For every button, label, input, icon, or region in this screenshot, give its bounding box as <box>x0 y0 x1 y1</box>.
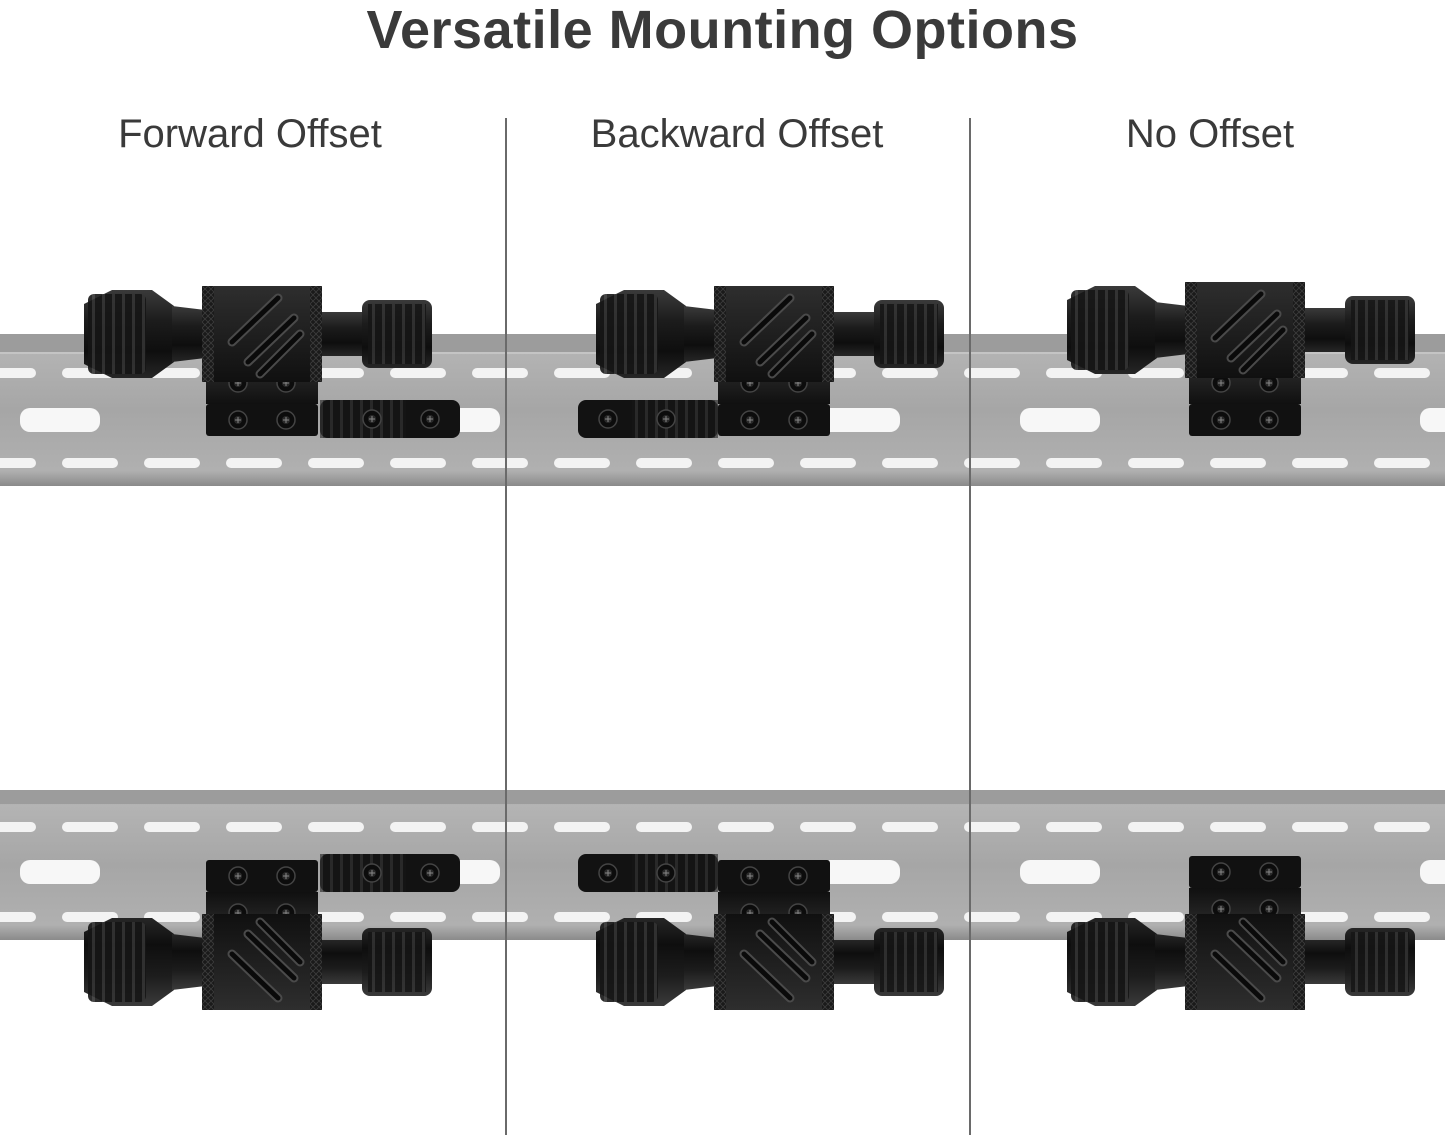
rail-slot <box>20 408 100 432</box>
rail-slot <box>964 458 1020 468</box>
rail-slot <box>144 822 200 832</box>
rail-slot <box>636 458 692 468</box>
rail-slot <box>62 912 118 922</box>
rail-slot <box>554 822 610 832</box>
rail-slot <box>62 458 118 468</box>
rail-slot <box>1128 458 1184 468</box>
rail-slot <box>144 912 200 922</box>
column-label-backward-offset: Backward Offset <box>590 112 884 156</box>
rail-slot <box>1020 408 1100 432</box>
rail-slot <box>554 458 610 468</box>
rail-slot <box>1210 458 1266 468</box>
offset-mount-icon <box>320 854 460 892</box>
rail-slot <box>820 860 900 884</box>
rail-slot <box>636 822 692 832</box>
column-label-no-offset: No Offset <box>1125 112 1295 156</box>
rail-slot <box>554 368 610 378</box>
rail-slot <box>820 408 900 432</box>
rail-slot <box>1210 822 1266 832</box>
rail-slot <box>226 458 282 468</box>
rail-slot <box>800 458 856 468</box>
offset-mount-icon <box>320 400 460 438</box>
rail-slot <box>1292 458 1348 468</box>
offset-mount-icon <box>578 400 718 438</box>
page-title: Versatile Mounting Options <box>366 0 1079 60</box>
rail-slot <box>0 822 36 832</box>
rail-slot <box>226 822 282 832</box>
rail-slot <box>800 822 856 832</box>
rail-slot <box>20 860 100 884</box>
rail-slot <box>472 458 528 468</box>
rail-slot <box>390 822 446 832</box>
rail-slot <box>554 912 610 922</box>
rail-slot <box>0 368 36 378</box>
rail-slot <box>1292 368 1348 378</box>
rail-slot <box>0 912 36 922</box>
rail-slot <box>882 822 938 832</box>
rail-slot <box>1020 860 1100 884</box>
rail-slot <box>1046 458 1102 468</box>
rail-slot <box>964 912 1020 922</box>
rail-slot <box>62 822 118 832</box>
rail-slot <box>390 368 446 378</box>
rail-slot <box>1128 822 1184 832</box>
rail-slot <box>1128 368 1184 378</box>
rail-slot <box>1374 822 1430 832</box>
rail-slot <box>718 822 774 832</box>
rail-slot <box>964 822 1020 832</box>
rail-slot <box>308 822 364 832</box>
rail-slot <box>472 912 528 922</box>
column-divider <box>505 118 507 1135</box>
rail-slot <box>1046 822 1102 832</box>
rail-slot <box>1374 368 1430 378</box>
rail-slot <box>390 912 446 922</box>
rail-slot <box>308 458 364 468</box>
rail-slot <box>882 368 938 378</box>
rail-slot <box>1420 860 1445 884</box>
rail-slot <box>144 458 200 468</box>
rail-slot <box>1046 912 1102 922</box>
column-label-forward-offset: Forward Offset <box>118 112 382 156</box>
rail-slot <box>882 912 938 922</box>
rail-slot <box>1128 912 1184 922</box>
rail-slot <box>0 458 36 468</box>
rail-slot <box>472 822 528 832</box>
rail-slot <box>1374 458 1430 468</box>
offset-mount-icon <box>578 854 718 892</box>
rail-slot <box>472 368 528 378</box>
column-divider <box>969 118 971 1135</box>
rail-slot <box>882 458 938 468</box>
rail-slot <box>964 368 1020 378</box>
rail-slot <box>1292 912 1348 922</box>
rail-slot <box>1292 822 1348 832</box>
rail-slot <box>1420 408 1445 432</box>
rail-slot <box>390 458 446 468</box>
rail-slot <box>718 458 774 468</box>
rail-slot <box>1374 912 1430 922</box>
